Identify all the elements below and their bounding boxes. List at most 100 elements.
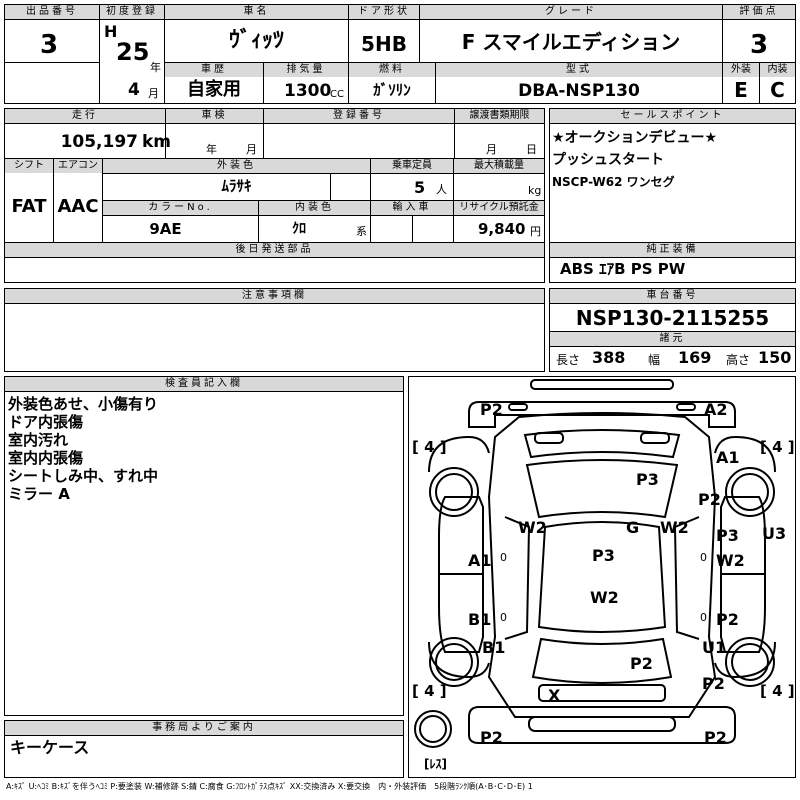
sales-line: NSCP-W62 ワンセグ bbox=[552, 175, 675, 189]
spare-tire-label: [ﾚｽ] bbox=[424, 757, 447, 771]
equipment-label: 純正装備 bbox=[550, 243, 795, 257]
inspection-year-unit: 年 bbox=[206, 143, 217, 156]
mark-front-bumper-left: P2 bbox=[480, 400, 503, 419]
mark-front-fender-right: A1 bbox=[716, 448, 740, 467]
era-letter: H bbox=[104, 22, 118, 41]
first-reg-label: 初度登録 bbox=[100, 5, 164, 19]
mark-rear-fender-left: B1 bbox=[482, 638, 506, 657]
height-label: 高さ bbox=[726, 353, 751, 367]
height-value: 150 bbox=[758, 348, 792, 367]
score-label: 評価点 bbox=[723, 5, 795, 19]
history-value: 自家用 bbox=[187, 79, 241, 100]
inspector-label: 検査員記入欄 bbox=[5, 377, 403, 391]
mark-front-bumper-right: A2 bbox=[704, 400, 728, 419]
displacement-value: 1300 bbox=[284, 81, 332, 101]
history-label: 車歴 bbox=[165, 63, 263, 77]
grade-value: F スマイルエディション bbox=[461, 30, 681, 54]
fuel-label: 燃料 bbox=[349, 63, 435, 77]
ac-label: エアコン bbox=[54, 159, 102, 173]
transfer-day-unit: 日 bbox=[526, 143, 537, 156]
capacity-label: 乗車定員 bbox=[371, 159, 453, 173]
tread-front-left: [ 4 ] bbox=[412, 438, 447, 456]
displacement-unit: CC bbox=[330, 89, 344, 100]
recycle-label: リサイクル預託金 bbox=[454, 201, 544, 215]
door-value: 5HB bbox=[361, 32, 407, 56]
mileage-value: 105,197 bbox=[60, 132, 138, 152]
recycle-unit: 円 bbox=[530, 225, 541, 238]
inspector-line: 外装色あせ、小傷有り bbox=[8, 395, 159, 413]
car-name: ｳﾞｨｯﾂ bbox=[228, 28, 284, 53]
mark-rear-door-left: B1 bbox=[468, 610, 492, 629]
mark-roof: P3 bbox=[592, 546, 615, 565]
inspector-line: シートしみ中、すれ中 bbox=[8, 467, 159, 485]
transfer-label: 譲渡書類期限 bbox=[455, 109, 544, 123]
mileage-unit: km bbox=[142, 132, 172, 152]
interior-value: C bbox=[770, 78, 785, 102]
capacity-value: 5 bbox=[414, 178, 426, 197]
inspector-line: 室内内張傷 bbox=[8, 449, 84, 467]
mark-rear-bumper-right: P2 bbox=[704, 728, 727, 747]
ext-color-value: ﾑﾗｻｷ bbox=[221, 177, 252, 195]
reg-month: 4 bbox=[128, 80, 140, 100]
lot-label: 出品番号 bbox=[5, 5, 99, 19]
mark-windshield-glass: G bbox=[626, 518, 640, 537]
grade-label: グレード bbox=[420, 5, 722, 19]
int-color-label: 内装色 bbox=[259, 201, 370, 215]
import-label: 輸入車 bbox=[371, 201, 453, 215]
inspector-box bbox=[4, 376, 404, 716]
ac-value: AAC bbox=[57, 196, 99, 217]
mirror-left-mark-2: 0 bbox=[500, 611, 507, 624]
shift-label: シフト bbox=[5, 159, 53, 173]
door-label: ドア形状 bbox=[349, 5, 419, 19]
later-parts-label: 後日発送部品 bbox=[5, 243, 544, 257]
width-value: 169 bbox=[678, 348, 712, 367]
era-year: 25 bbox=[116, 38, 150, 66]
exterior-label: 外装 bbox=[723, 63, 759, 77]
inspector-notes: 外装色あせ、小傷有り ドア内張傷 室内汚れ 室内内張傷 シートしみ中、すれ中 ミ… bbox=[8, 395, 398, 503]
model-label: 型式 bbox=[436, 63, 722, 77]
car-diagram-box bbox=[408, 376, 796, 778]
inspector-line: 室内汚れ bbox=[8, 431, 69, 449]
mark-hood: P3 bbox=[636, 470, 659, 489]
year-unit: 年 bbox=[150, 61, 161, 74]
shift-value: FAT bbox=[11, 196, 47, 217]
chassis-label: 車台番号 bbox=[550, 289, 795, 303]
header-table bbox=[4, 4, 796, 104]
caution-label: 注意事項欄 bbox=[5, 289, 544, 303]
transfer-month-unit: 月 bbox=[486, 143, 497, 156]
mark-front-door-right-2: W2 bbox=[716, 551, 745, 570]
sales-line: ★オークションデビュー★ bbox=[552, 130, 718, 146]
dimensions-label: 諸元 bbox=[550, 332, 795, 346]
inspector-line: ドア内張傷 bbox=[8, 413, 84, 431]
mark-rear-fender-right: U1 bbox=[702, 638, 727, 657]
tread-front-right: [ 4 ] bbox=[760, 438, 795, 456]
mirror-left-mark: 0 bbox=[500, 551, 507, 564]
model-value: DBA-NSP130 bbox=[518, 81, 640, 101]
sales-point-lines: ★オークションデビュー★ プッシュスタート NSCP-W62 ワンセグ bbox=[552, 127, 792, 193]
exterior-value: E bbox=[734, 78, 748, 102]
mark-pillar-left: W2 bbox=[518, 518, 547, 537]
sales-point-label: セールスポイント bbox=[550, 109, 795, 123]
mark-front-door-left: A1 bbox=[468, 551, 492, 570]
interior-label: 内装 bbox=[760, 63, 795, 77]
score-value: 3 bbox=[749, 30, 769, 60]
int-color-unit: 系 bbox=[356, 225, 367, 238]
fuel-value: ｶﾞｿﾘﾝ bbox=[373, 81, 411, 99]
mark-front-door-right-1: P3 bbox=[716, 526, 739, 545]
mirror-right-mark: 0 bbox=[700, 551, 707, 564]
tread-rear-left: [ 4 ] bbox=[412, 682, 447, 700]
office-label: 事務局よりご案内 bbox=[5, 721, 403, 735]
mark-front-fender-right-2: P2 bbox=[698, 490, 721, 509]
ext-color-label: 外装色 bbox=[103, 159, 370, 173]
legend-text: A:ｷｽﾞ U:ﾍｺﾐ B:ｷｽﾞを伴うﾍｺﾐ P:要塗装 W:補修跡 S:錆 … bbox=[6, 782, 533, 791]
inspection-label: 車検 bbox=[166, 109, 263, 123]
car-diagram-svg bbox=[414, 379, 776, 748]
chassis-value: NSP130-2115255 bbox=[575, 306, 770, 330]
sales-line: プッシュスタート bbox=[552, 152, 664, 168]
office-value: キーケース bbox=[10, 738, 90, 757]
tread-rear-right: [ 4 ] bbox=[760, 682, 795, 700]
max-load-label: 最大積載量 bbox=[454, 159, 544, 173]
mark-pillar-right: W2 bbox=[660, 518, 689, 537]
inspection-month-unit: 月 bbox=[246, 143, 257, 156]
mirror-right-mark-2: 0 bbox=[700, 611, 707, 624]
